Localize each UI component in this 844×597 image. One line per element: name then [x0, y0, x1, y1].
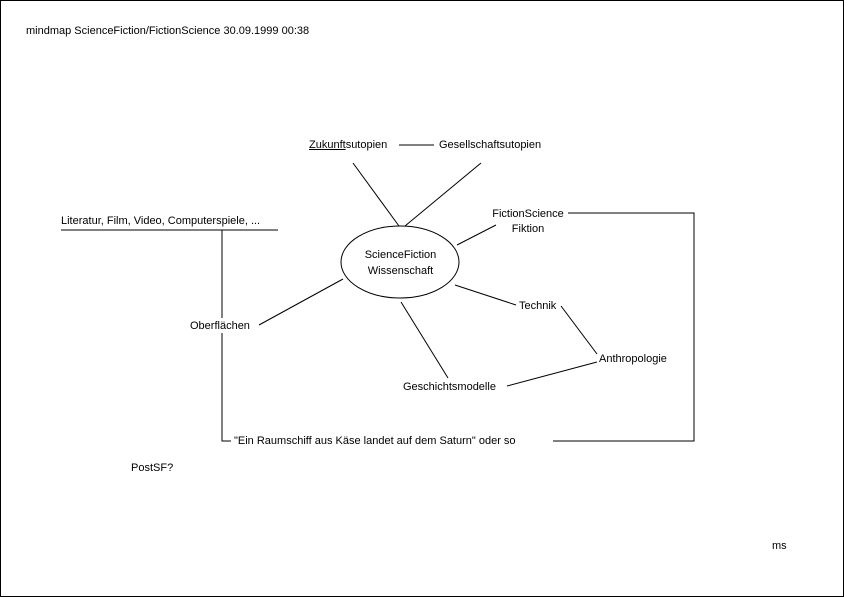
zukunft-underlined-text: Zukunft [309, 139, 346, 151]
edge-technik-anthropologie [560, 305, 598, 355]
node-fictionscience: FictionScience [492, 208, 564, 220]
edge-center-geschichte [400, 301, 449, 379]
node-technik: Technik [519, 300, 557, 312]
edge-oberflaechen-raumschiff [221, 333, 231, 442]
edge-center-fiction [456, 224, 497, 246]
center-label-line1: ScienceFiction [364, 249, 437, 261]
center-ellipse [340, 225, 460, 299]
edge-center-zukunft [352, 162, 400, 227]
edge-fiction-raumschiff [553, 212, 695, 442]
node-geschichtsmodelle: Geschichtsmodelle [403, 381, 496, 393]
header-title: mindmap ScienceFiction/FictionScience 30… [26, 25, 310, 37]
node-gesellschaftsutopien: Gesellschaftsutopien [439, 139, 542, 151]
edge-center-technik [454, 284, 517, 306]
node-zukunftsutopien: Zukunftsutopien [309, 139, 387, 152]
edge-center-gesellschaft [404, 162, 482, 227]
edge-center-oberflaechen [258, 278, 344, 326]
node-postsf: PostSF? [131, 462, 174, 474]
zukunft-rest-text: sutopien [345, 139, 388, 151]
node-literatur: Literatur, Film, Video, Computerspiele, … [61, 215, 261, 227]
node-anthropologie: Anthropologie [599, 353, 667, 365]
edge-anthropologie-geschichte [506, 361, 598, 387]
node-raumschiff: "Ein Raumschiff aus Käse landet auf dem … [234, 435, 516, 447]
signature: ms [772, 540, 787, 552]
node-fiktion: Fiktion [511, 223, 545, 235]
center-label-line2: Wissenschaft [367, 265, 434, 277]
node-oberflaechen: Oberflächen [190, 320, 250, 332]
